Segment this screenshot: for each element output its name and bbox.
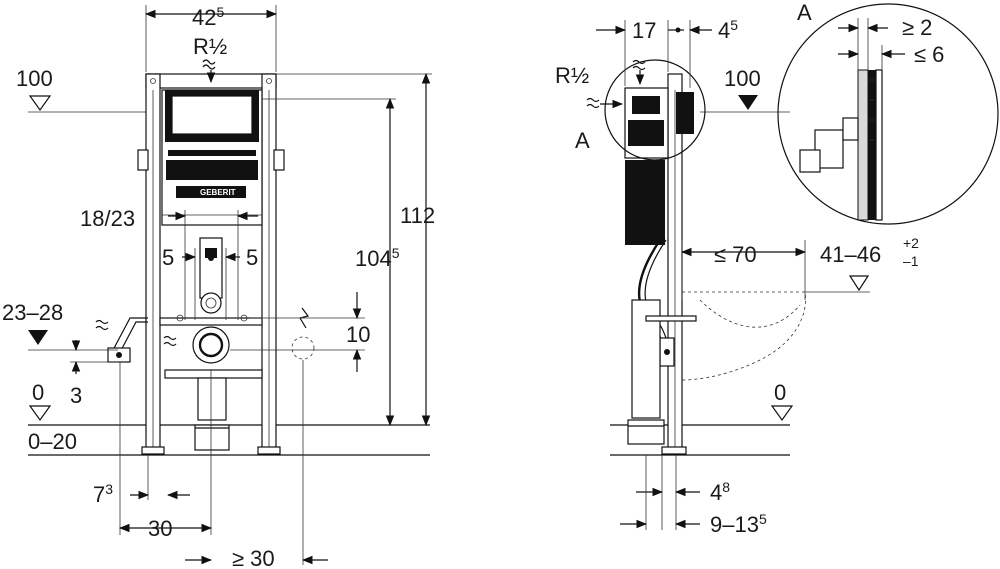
- water-icon: [163, 335, 177, 341]
- frame-foot-left: [141, 446, 165, 455]
- dim-4-8-label: 48: [710, 479, 730, 505]
- dim-5-left-label: 5: [162, 245, 174, 270]
- level-marker-filled: [28, 330, 48, 345]
- level-marker: [28, 405, 52, 422]
- dim-0-20-label: 0–20: [28, 429, 77, 454]
- dim-ge-2-label: ≥ 2: [902, 15, 932, 40]
- detail-circle: [777, 3, 999, 225]
- dim-7-label: 73: [93, 481, 113, 507]
- power-outlet: [291, 336, 315, 360]
- wc-bowl-outline: [681, 291, 806, 381]
- mounting-bar: [159, 317, 263, 326]
- threaded-rod: [645, 315, 697, 322]
- dim-le-70-label: ≤ 70: [714, 242, 757, 267]
- level-marker: [28, 95, 52, 112]
- flush-bend: [200, 292, 222, 314]
- detail-callout-circle: [604, 59, 706, 161]
- dim-17-label: 17: [632, 18, 656, 43]
- level-marker: [848, 275, 870, 292]
- water-icon: [586, 97, 600, 103]
- drain-bend: [192, 326, 230, 364]
- dim-le-6-label: ≤ 6: [914, 42, 944, 67]
- level-0-label: 0: [774, 380, 786, 405]
- tolerance-minus-label: –1: [903, 253, 919, 269]
- dim-9-13-label: 9–135: [710, 511, 767, 537]
- wall-bracket: [273, 149, 285, 171]
- dim-3-label: 3: [70, 383, 82, 408]
- flush-plate-side: [676, 92, 694, 134]
- front-view: GEBERIT: [2, 4, 435, 569]
- tolerance-plus-label: +2: [903, 235, 919, 251]
- wall-board: [857, 69, 869, 221]
- flush-plate: [171, 95, 253, 135]
- dim-width-label: 425: [192, 4, 224, 30]
- brand-label: GEBERIT: [200, 188, 236, 197]
- dim-5-right-label: 5: [246, 245, 258, 270]
- drain-pipe: [197, 377, 227, 421]
- frame-foot-right: [257, 446, 281, 455]
- wall-bracket: [137, 149, 149, 171]
- water-icon: [202, 59, 216, 65]
- level-100-label: 100: [724, 66, 761, 91]
- water-connection-label: R½: [555, 63, 589, 88]
- side-view: R½ A 17 45 100 ≤ 70 41–46 +2 –1 0: [555, 17, 919, 537]
- dim-ge-30-label: ≥ 30: [232, 546, 275, 569]
- detail-title: A: [797, 0, 812, 25]
- water-icon: [95, 319, 109, 325]
- level-marker-filled: [738, 95, 758, 110]
- supply-pipe: [111, 317, 148, 353]
- flush-pipe: [199, 237, 223, 299]
- dim-30-label: 30: [148, 516, 172, 541]
- lightning-icon: [299, 307, 310, 329]
- level-100-label: 100: [16, 66, 53, 91]
- dim-18-23-label: 18/23: [80, 206, 135, 231]
- dim-23-28-label: 23–28: [2, 300, 63, 325]
- dim-41-46-label: 41–46: [820, 242, 881, 267]
- level-marker: [770, 405, 794, 422]
- dim-104-label: 1045: [355, 245, 400, 271]
- detail-a: A ≥ 2 ≤ 6: [777, 0, 999, 225]
- detail-marker-label: A: [575, 128, 590, 153]
- dim-112-label: 112: [400, 203, 435, 228]
- cistern-body-side: [625, 160, 665, 245]
- water-connection-label: R½: [193, 34, 227, 59]
- dim-4-label: 45: [718, 17, 738, 43]
- dim-10-label: 10: [346, 322, 370, 347]
- level-0-label: 0: [32, 380, 44, 405]
